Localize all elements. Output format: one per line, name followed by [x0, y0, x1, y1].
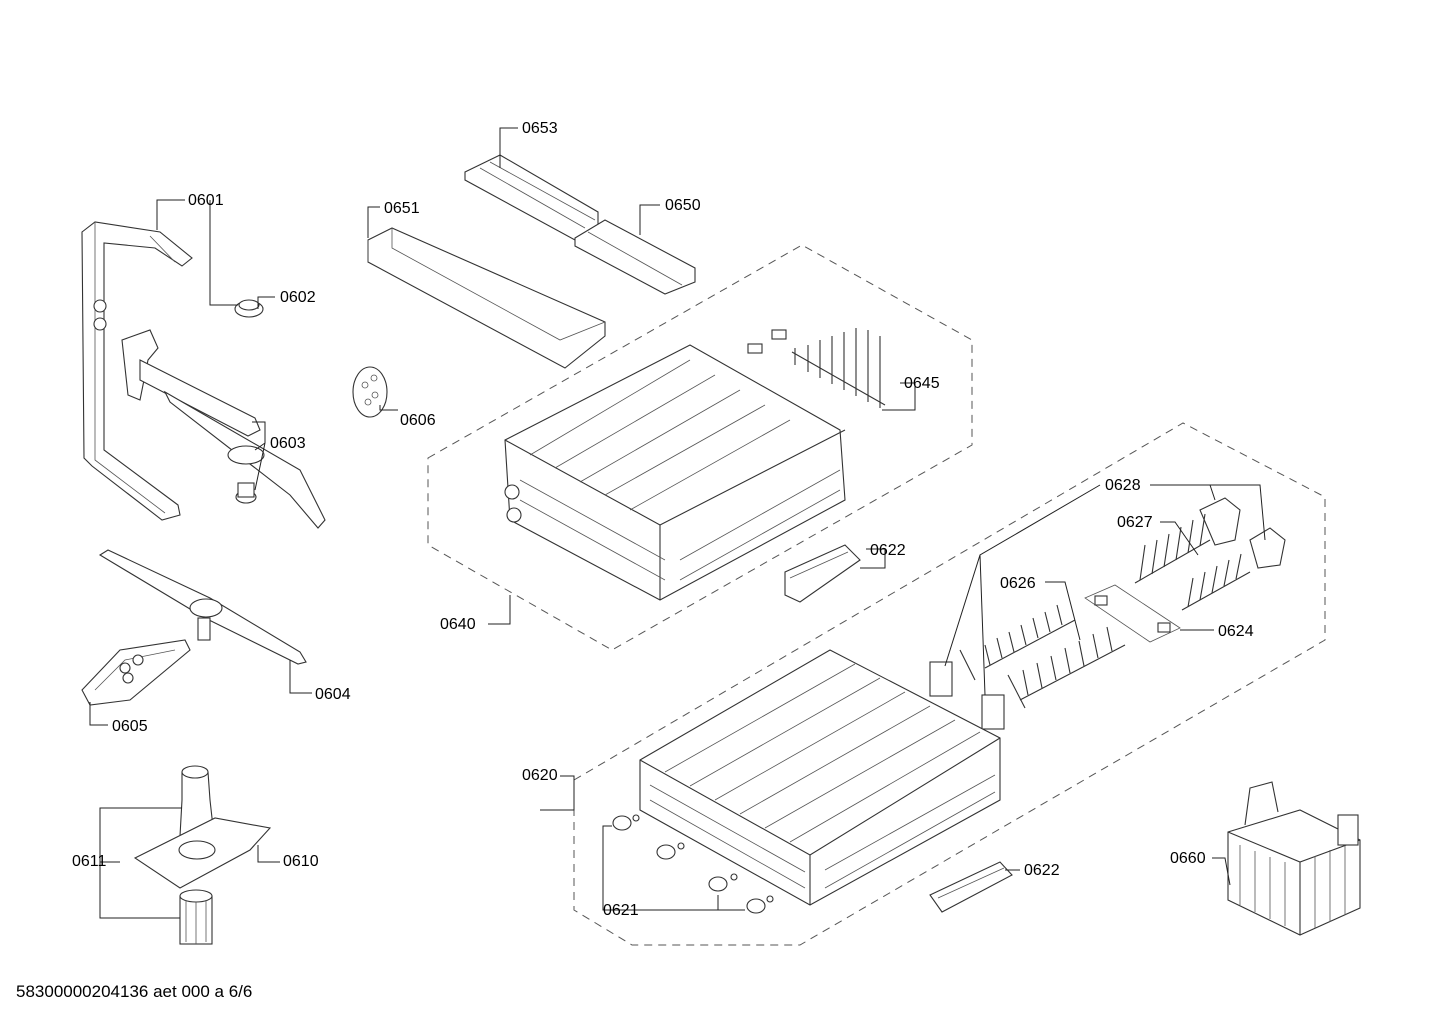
label-0660: 0660 [1170, 850, 1206, 867]
cutlery-basket-0660 [1227, 781, 1361, 936]
label-0603: 0603 [270, 435, 306, 452]
label-0604: 0604 [315, 686, 351, 703]
label-0620: 0620 [522, 767, 558, 784]
rack-holders-0628 [929, 661, 1005, 730]
handle-0622-lower [929, 861, 1013, 913]
label-0628: 0628 [1105, 477, 1141, 494]
label-0611: 0611 [72, 853, 107, 870]
tine-row-0627 [1134, 513, 1251, 611]
label-0627: 0627 [1117, 514, 1153, 531]
label-0605: 0605 [112, 718, 148, 735]
filter-cover-0605 [81, 639, 191, 706]
lower-basket-assembly-outline [573, 422, 1326, 946]
label-0610: 0610 [283, 853, 319, 870]
supply-pipe-0601 [81, 221, 193, 521]
upper-basket-assembly-outline [427, 244, 973, 651]
label-0640: 0640 [440, 616, 476, 633]
handle-0622-upper [784, 544, 861, 603]
lower-spray-arm-0604 [98, 549, 307, 665]
hinge-clips-0628 [1199, 497, 1286, 569]
label-0653: 0653 [522, 120, 558, 137]
tine-row-0626 [959, 604, 1126, 709]
document-id: 58300000204136 aet 000 a 6/6 [16, 982, 253, 1001]
label-0626: 0626 [1000, 575, 1036, 592]
label-0602: 0602 [280, 289, 316, 306]
rack-insert-0650 [574, 219, 696, 295]
label-0645: 0645 [904, 375, 940, 392]
label-0622-lower: 0622 [1024, 862, 1060, 879]
tine-row-0645 [747, 328, 886, 408]
rack-insert-0653 [464, 154, 599, 241]
upper-basket-0640 [504, 344, 846, 601]
filter-assembly-0610-0611 [133, 765, 272, 945]
cutlery-tray-0651 [367, 227, 606, 369]
leader-lines [89, 127, 1266, 919]
lower-basket-0620 [639, 649, 1001, 906]
wheels-0621 [612, 814, 774, 914]
clips-0624 [1084, 584, 1181, 643]
nut-0602 [234, 299, 264, 318]
label-0624: 0624 [1218, 623, 1254, 640]
label-0621: 0621 [603, 902, 639, 919]
label-0622-upper: 0622 [870, 542, 906, 559]
spray-head-0606 [352, 366, 388, 418]
label-0651: 0651 [384, 200, 420, 217]
label-0650: 0650 [665, 197, 701, 214]
upper-spray-arm-0603 [121, 329, 326, 529]
label-0606: 0606 [400, 412, 436, 429]
label-0601: 0601 [188, 192, 224, 209]
